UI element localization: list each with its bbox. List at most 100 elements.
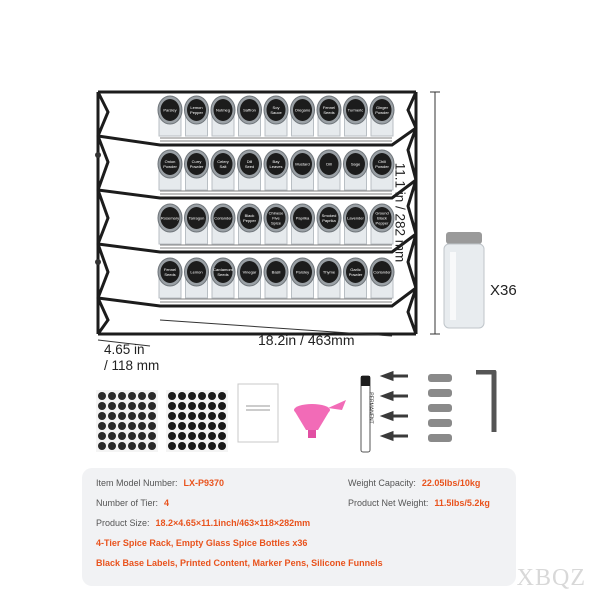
sticker-label — [168, 422, 176, 430]
spice-label-text: Pepper — [243, 218, 257, 223]
spice-label-text: Rosemary — [161, 216, 179, 221]
cap-label — [160, 261, 180, 283]
sticker-label — [118, 432, 126, 440]
spice-label-text: Celery — [217, 159, 229, 164]
watermark: XBQZ — [516, 565, 586, 591]
label-sheet-white — [96, 390, 158, 452]
sticker-label — [98, 422, 106, 430]
wall-anchor — [428, 404, 452, 412]
sticker-label — [118, 422, 126, 430]
spice-label-text: Parsley — [163, 108, 176, 113]
wall-anchor — [428, 389, 452, 397]
spice-label-text: Black — [377, 216, 387, 221]
spice-label-text: Coriander — [373, 270, 391, 275]
sticker-label — [168, 442, 176, 450]
cap-label — [187, 99, 206, 121]
sticker-label — [108, 412, 116, 420]
sticker-label — [218, 392, 226, 400]
cap-label — [213, 153, 233, 175]
sticker-label — [178, 422, 186, 430]
sticker-label — [128, 412, 136, 420]
cap-label — [372, 153, 392, 175]
sticker-label — [218, 412, 226, 420]
tier-value: 4 — [164, 498, 170, 508]
sticker-label — [208, 432, 216, 440]
size-value: 18.2×4.65×11.1inch/463×118×282mm — [155, 518, 311, 528]
contents-line-1: 4-Tier Spice Rack, Empty Glass Spice Bot… — [96, 538, 308, 548]
model-label: Item Model Number: — [96, 478, 178, 488]
cap-label — [266, 153, 286, 175]
cap-label — [293, 99, 312, 121]
sticker-label — [118, 402, 126, 410]
spice-label-text: Tarragon — [189, 216, 205, 221]
spice-label-text: Five — [272, 216, 280, 221]
sticker-label — [198, 392, 206, 400]
sticker-label — [218, 442, 226, 450]
spice-label-text: Spice — [271, 221, 282, 226]
sticker-label — [198, 402, 206, 410]
cap-label — [293, 207, 312, 229]
spice-label-text: Powder — [163, 164, 177, 169]
cap-label — [160, 207, 180, 229]
net-weight-label: Product Net Weight: — [348, 498, 429, 508]
sticker-label — [108, 442, 116, 450]
cap-label — [319, 99, 339, 121]
spice-label-text: Basil — [272, 270, 281, 275]
sticker-label — [128, 432, 136, 440]
spice-label-text: Black — [245, 213, 255, 218]
sticker-label — [198, 412, 206, 420]
spice-label-text: Seeds — [164, 272, 175, 277]
cap-label — [160, 99, 180, 121]
sticker-label — [198, 442, 206, 450]
spice-label-text: Fennel — [323, 105, 335, 110]
sticker-label — [138, 402, 146, 410]
wall-anchor — [428, 374, 452, 382]
contents-line-2: Black Base Labels, Printed Content, Mark… — [96, 558, 383, 568]
mounting-screws — [379, 370, 408, 442]
spice-label-text: Chinese — [269, 211, 284, 216]
depth-dimension-label-line1: 4.65 in — [104, 342, 145, 357]
printed-content-sheet — [237, 383, 279, 443]
spice-label-text: Powder — [375, 110, 389, 115]
dimension-lines — [97, 91, 440, 347]
spec-tier: Number of Tier: 4 — [96, 498, 169, 508]
marker-label: PERMANENT — [367, 392, 374, 424]
tier-label: Number of Tier: — [96, 498, 159, 508]
spice-label-text: Lemon — [190, 270, 202, 275]
spec-size: Product Size:18.2×4.65×11.1inch/463×118×… — [96, 518, 310, 528]
cap-label — [266, 99, 286, 121]
spice-label-text: Fennel — [164, 267, 176, 272]
cap-label — [293, 153, 312, 175]
spice-label-text: Dill — [326, 162, 332, 167]
sticker-label — [108, 422, 116, 430]
spice-label-text: Onion — [165, 159, 176, 164]
spice-label-text: Salt — [220, 164, 228, 169]
spice-label-text: Sage — [351, 162, 361, 167]
cap-label — [240, 261, 259, 283]
cap-label — [346, 153, 365, 175]
hex-key — [476, 370, 497, 432]
sticker-label — [168, 412, 176, 420]
sticker-label — [98, 442, 106, 450]
cap-label — [266, 207, 286, 229]
screw — [379, 430, 408, 442]
sticker-label — [198, 422, 206, 430]
spice-label-text: Powder — [190, 164, 204, 169]
sticker-label — [138, 432, 146, 440]
spice-label-text: Lemon — [190, 105, 202, 110]
spec-card: Item Model Number:LX-P9370 Number of Tie… — [82, 468, 516, 586]
spice-label-text: Ground — [375, 211, 388, 216]
net-weight-value: 11.5lbs/5.2kg — [434, 498, 490, 508]
sticker-label — [128, 442, 136, 450]
sticker-label — [178, 412, 186, 420]
sticker-label — [128, 422, 136, 430]
sticker-label — [148, 432, 156, 440]
spice-label-text: Paprika — [296, 216, 310, 221]
sticker-label — [118, 442, 126, 450]
sticker-label — [208, 442, 216, 450]
capacity-label: Weight Capacity: — [348, 478, 416, 488]
shelf-wires — [160, 137, 392, 303]
sticker-label — [188, 412, 196, 420]
cap-label — [319, 261, 339, 283]
spice-label-text: Turmeric — [348, 108, 364, 113]
